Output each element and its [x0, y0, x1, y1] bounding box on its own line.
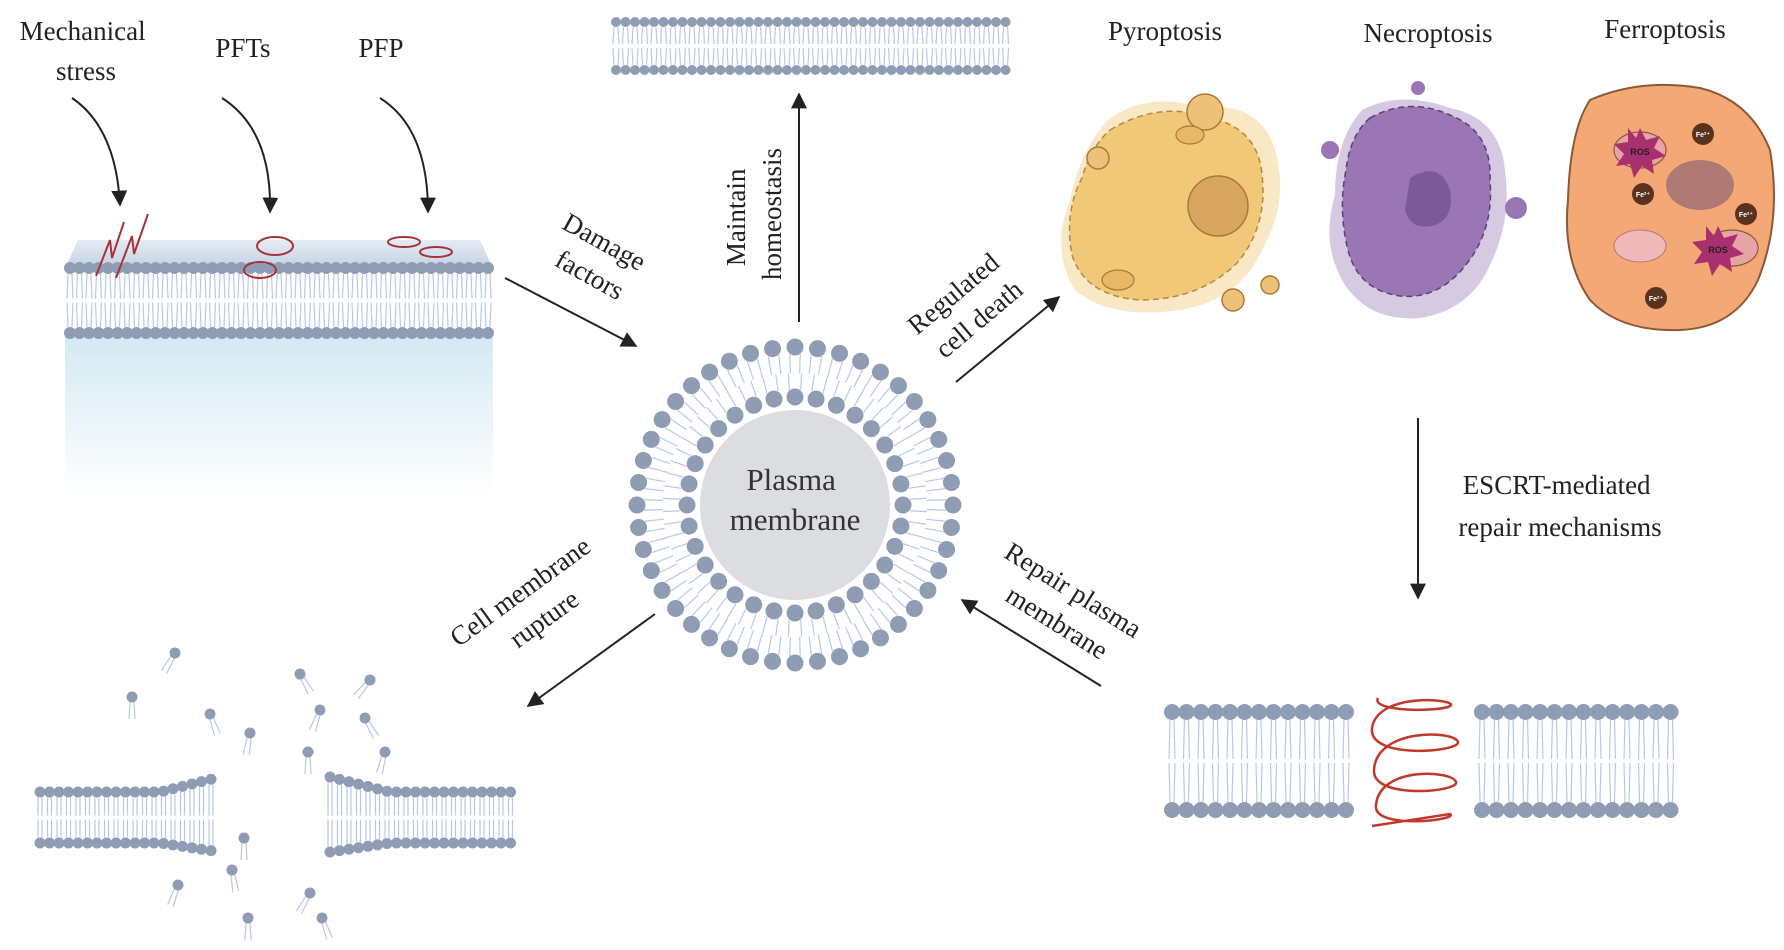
iron-ion-icon: Fe²⁺ [1735, 203, 1757, 225]
pyroptosis-label: Pyroptosis [1108, 16, 1222, 46]
iron-ion-icon: Fe²⁺ [1632, 183, 1654, 205]
plasma-membrane-label: Plasma membrane [730, 462, 861, 537]
mechanical-stress-label: Mechanical stress [20, 16, 153, 86]
regulated-cell-death-label: Regulated cell death [902, 243, 1033, 368]
escrt-repaired-membrane [1164, 697, 1679, 828]
ros-burst-icon [1614, 128, 1666, 178]
necroptosis-cell [1321, 81, 1527, 319]
cell-membrane-rupture-label: Cell membrane rupture [444, 527, 622, 682]
svg-text:Fe²⁺: Fe²⁺ [1636, 191, 1651, 199]
pfp-label: PFP [358, 33, 403, 63]
ros-burst-icon [1692, 226, 1744, 276]
mechanical-stress-crack [95, 213, 149, 279]
maintain-homeostasis-label: Maintain homeostasis [721, 148, 787, 280]
ros-label: ROS [1630, 147, 1650, 157]
ruptured-membrane [34, 647, 516, 941]
iron-ion-icon: Fe²⁺ [1645, 287, 1667, 309]
ros-label: ROS [1708, 245, 1728, 255]
ferroptosis-label: Ferroptosis [1604, 14, 1726, 44]
escrt-spiral [1370, 697, 1460, 828]
mechanical-stress-arrow [71, 97, 128, 207]
pyroptosis-cell [1061, 93, 1281, 313]
homeostasis-bilayer [611, 17, 1011, 75]
iron-ion-icon: Fe²⁺ [1692, 123, 1714, 145]
pft-pore [256, 236, 294, 256]
repair-plasma-membrane-arrow [960, 599, 1102, 687]
regulated-cell-death-arrow [955, 295, 1061, 383]
pfp-pore [387, 236, 421, 248]
svg-text:Fe²⁺: Fe²⁺ [1739, 211, 1754, 219]
pfp-arrow [379, 97, 436, 214]
ferroptosis-cell: ROS ROS Fe²⁺ Fe²⁺ Fe²⁺ Fe²⁺ [1565, 83, 1775, 332]
pft-pore [243, 261, 277, 279]
plasma-membrane-circle [628, 338, 962, 672]
damage-factors-label: Damage factors [540, 207, 657, 312]
cell-membrane-rupture-arrow [526, 613, 656, 707]
damaged-membrane-block [64, 213, 494, 495]
svg-text:Fe²⁺: Fe²⁺ [1696, 131, 1711, 139]
pfts-arrow [221, 97, 279, 214]
pfts-label: PFTs [215, 33, 270, 63]
escrt-repair-label: ESCRT-mediated repair mechanisms [1458, 470, 1661, 542]
damage-factors-arrow [504, 277, 638, 347]
necroptosis-label: Necroptosis [1364, 18, 1493, 48]
repair-plasma-membrane-label: Repair plasma membrane [980, 536, 1152, 678]
svg-text:Fe²⁺: Fe²⁺ [1649, 295, 1664, 303]
pfp-pore [419, 246, 453, 258]
